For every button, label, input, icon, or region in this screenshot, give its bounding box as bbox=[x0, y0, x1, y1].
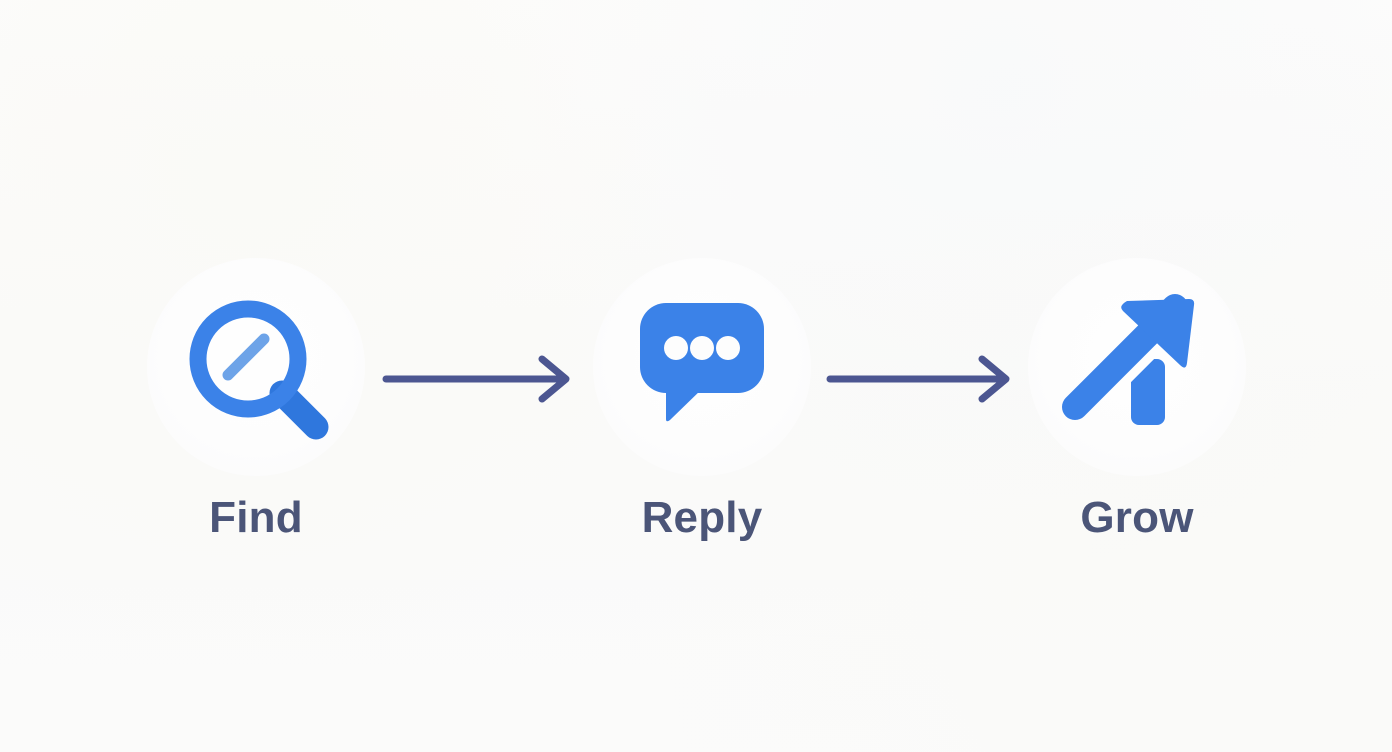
step-label-reply: Reply bbox=[641, 493, 763, 542]
growth-arrow-icon bbox=[1057, 287, 1217, 447]
magnifying-glass-icon bbox=[176, 287, 336, 447]
connector-find-to-reply bbox=[382, 349, 574, 409]
process-step-reply[interactable]: Reply bbox=[593, 258, 811, 540]
connector-reply-to-grow bbox=[826, 349, 1014, 409]
icon-circle-find bbox=[147, 258, 365, 476]
icon-circle-reply bbox=[593, 258, 811, 476]
icon-circle-grow bbox=[1028, 258, 1246, 476]
process-step-grow[interactable]: Grow bbox=[1028, 258, 1246, 540]
step-label-grow: Grow bbox=[1080, 493, 1194, 542]
process-step-find[interactable]: Find bbox=[147, 258, 365, 540]
step-label-find: Find bbox=[209, 493, 303, 542]
speech-bubble-icon bbox=[622, 287, 782, 447]
